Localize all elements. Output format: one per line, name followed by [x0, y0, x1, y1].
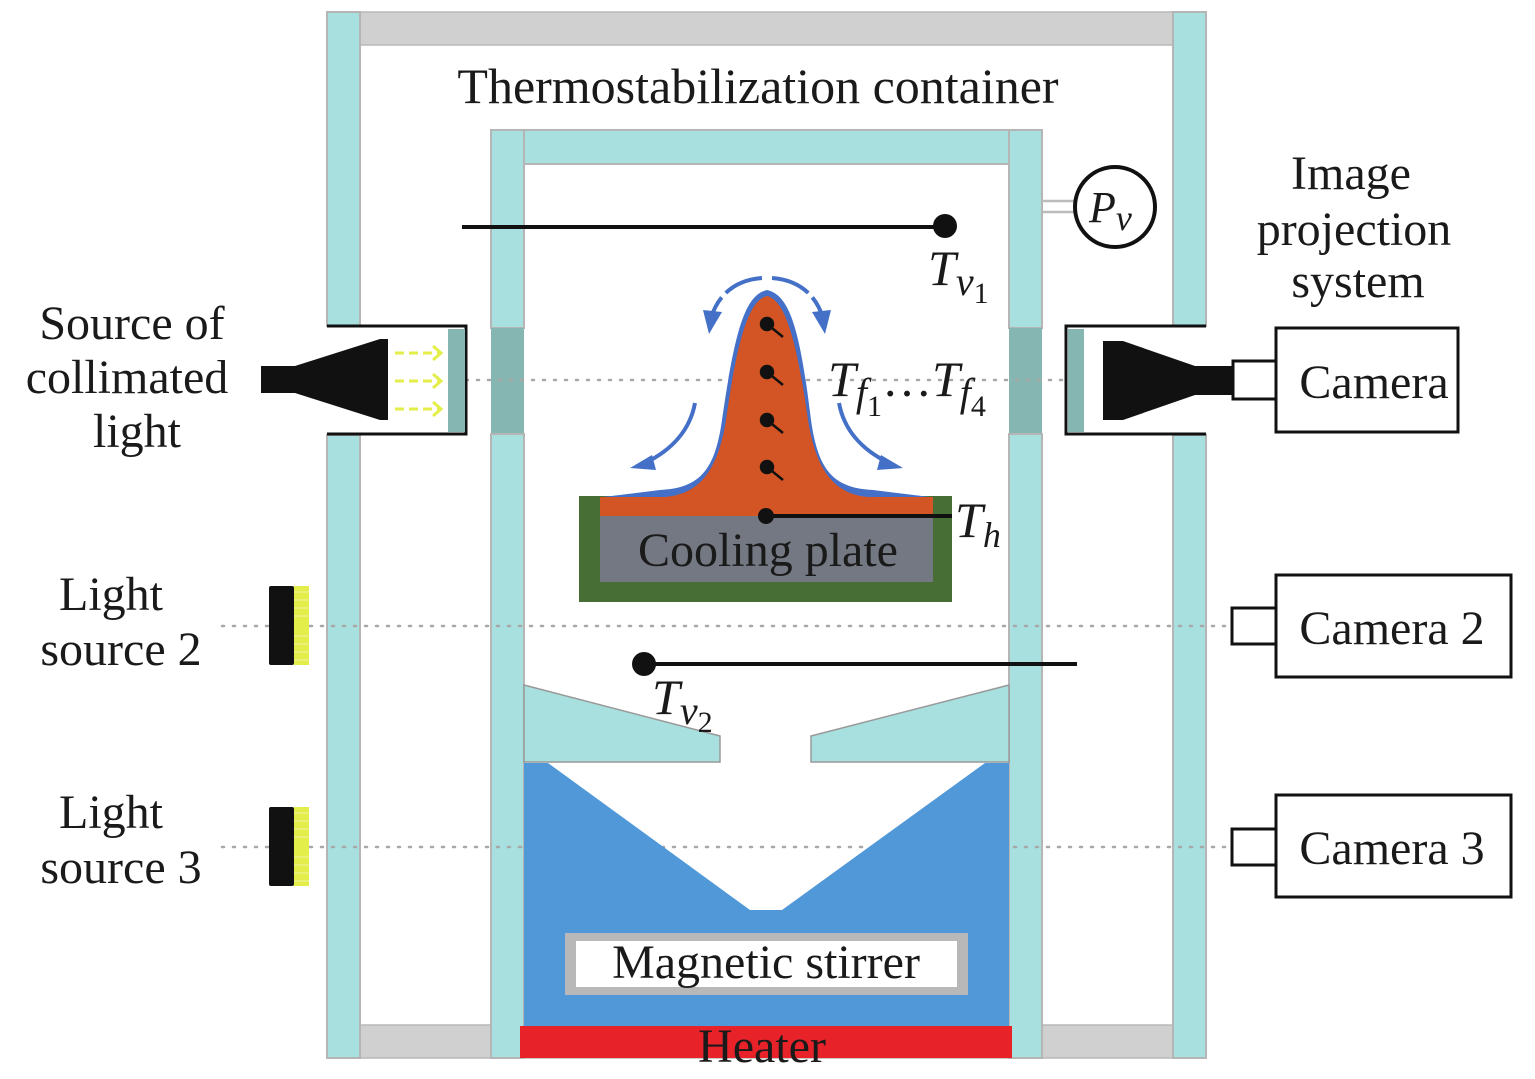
collimated-light-source: [261, 324, 468, 436]
camera-2-label: Camera 2: [1299, 602, 1484, 655]
light-ray-arrows: [395, 344, 444, 418]
sensor-tip-icon: [933, 214, 957, 238]
film-thermocouples: [759, 316, 784, 481]
collimated-source-label: Source of collimated light: [26, 297, 241, 458]
projection-system-label: Image projection system: [1257, 147, 1464, 308]
light-source-2-label: Light source 2: [40, 568, 201, 676]
flow-arrowheads: [630, 310, 903, 470]
collimator-housing-outline: [327, 324, 468, 436]
collimator-body-icon: [261, 339, 388, 420]
light-source-3: [269, 807, 309, 886]
collimator-lens: [448, 329, 465, 432]
heater-element: [520, 1026, 1012, 1058]
inner-right-wall-upper: [1008, 129, 1043, 329]
tv2-label: Tv2: [652, 669, 713, 739]
inner-left-window: [491, 328, 524, 434]
optical-axes: [220, 378, 1232, 849]
cooling-plate-label: Cooling plate: [638, 524, 898, 577]
tv1-label: Tv1: [928, 240, 989, 310]
cooling-plate-assembly: Cooling plate Th: [579, 290, 1001, 602]
outer-top-lid: [359, 11, 1176, 46]
inner-left-wall-lower: [490, 433, 525, 1059]
th-label: Th: [955, 492, 1001, 555]
outer-left-wall-top: [326, 11, 361, 327]
vapor-temp-sensor-2: [632, 652, 1077, 676]
inner-right-wall-lower: [1008, 433, 1043, 1059]
container-title: Thermostabilization container: [457, 58, 1059, 114]
cooling-plate: [600, 516, 933, 582]
projection-objective-icon: [1103, 341, 1233, 420]
outer-left-wall-bottom: [326, 434, 361, 1059]
camera-3-mount-icon: [1230, 827, 1278, 867]
vapor-temp-sensor-1: Tv1: [462, 214, 989, 310]
pressure-gauge: Pv: [1042, 165, 1157, 249]
light-source-2: [269, 586, 309, 665]
magnetic-stirrer-label: Magnetic stirrer: [612, 936, 920, 989]
water-reservoir: Magnetic stirrer: [524, 763, 1009, 1027]
heater-label: Heater: [698, 1020, 826, 1073]
inner-top-wall: [490, 129, 1043, 165]
inner-right-window: [1009, 328, 1042, 434]
pressure-gauge-circle: [1073, 165, 1157, 249]
liquid-hump: [600, 296, 933, 516]
camera-3-label: Camera 3: [1299, 822, 1484, 875]
left-baffle: [523, 684, 721, 763]
projection-lens: [1068, 329, 1084, 432]
camera-2-box: [1274, 573, 1513, 679]
camera-label: Camera: [1299, 356, 1448, 409]
inner-chamber: [490, 129, 1043, 1059]
right-baffle: [810, 684, 1010, 763]
camera-3: Camera 3: [1230, 793, 1513, 899]
outer-right-wall-top: [1172, 11, 1207, 327]
magnetic-stirrer: [576, 941, 957, 987]
heater: Heater: [520, 1020, 1012, 1073]
camera-2: Camera 2: [1230, 573, 1513, 679]
outer-right-wall-bottom: [1172, 434, 1207, 1059]
camera-box: [1274, 326, 1460, 434]
pressure-gauge-label: Pv: [1088, 183, 1132, 238]
camera-2-mount-icon: [1230, 606, 1278, 646]
camera-3-box: [1274, 793, 1513, 899]
camera-mount-icon: [1231, 359, 1278, 401]
light-source-3-label: Light source 3: [40, 786, 201, 894]
image-projection-system: Camera: [1064, 324, 1460, 436]
tf-label: Tf1…Tf4: [828, 351, 986, 423]
funnel-baffles: [523, 684, 1010, 763]
sensor-tip-icon: [632, 652, 656, 676]
th-sensor-tip: [758, 508, 774, 524]
projection-housing-outline: [1064, 324, 1206, 436]
